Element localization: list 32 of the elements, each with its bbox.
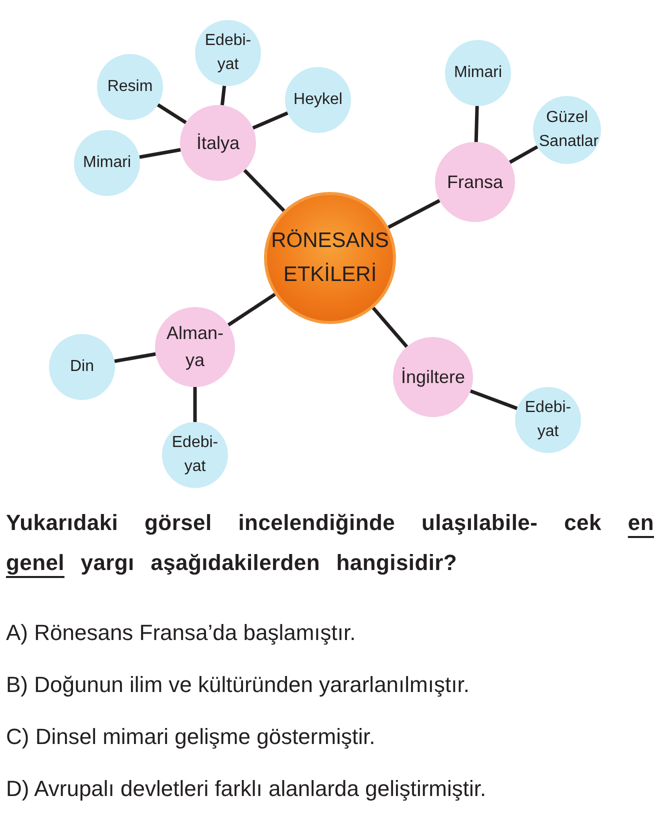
node-label: Heykel (292, 90, 344, 110)
connector-line (139, 148, 181, 159)
question-text: Yukarıdaki görsel incelendiğinde ulaşılabile- cek en genel yargı aşağıdakilerden hangisidir? (6, 509, 654, 577)
node-label: Edebi- yat (170, 433, 220, 477)
node-label: Edebi- yat (524, 398, 572, 442)
country-circle (180, 105, 256, 181)
connector-line (372, 306, 408, 348)
connector-line (474, 106, 479, 142)
node-label: Mimari (453, 63, 503, 83)
connector-line (193, 387, 197, 422)
node-label: Mimari (82, 153, 132, 173)
node-label: Edebi- yat (204, 31, 252, 75)
connector-line (470, 389, 518, 410)
connector-line (252, 111, 288, 130)
connector-line (508, 145, 538, 164)
answer-option: B) Doğunun ilim ve kültüründen yararlanılmıştır. (6, 672, 470, 698)
connector-line (220, 86, 226, 106)
node-label: Fransa (446, 170, 504, 194)
connector-line (156, 103, 187, 124)
connector-line (243, 169, 286, 212)
connector-line (114, 352, 156, 363)
answer-option: A) Rönesans Fransa’da başlamıştır. (6, 620, 356, 646)
node-label: RÖNESANS ETKİLERİ (270, 228, 390, 288)
answer-option: C) Dinsel mimari gelişme göstermiştir. (6, 724, 376, 750)
node-label: Alman- ya (165, 322, 224, 372)
connector-line (388, 199, 440, 229)
answer-option: D) Avrupalı devletleri farklı alanlarda geliştirmiştir. (6, 776, 486, 802)
node-label: İtalya (195, 132, 241, 155)
connector-line (227, 292, 276, 326)
node-label: İngiltere (400, 366, 466, 389)
node-label: Resim (106, 77, 154, 97)
node-label: Din (68, 357, 95, 377)
